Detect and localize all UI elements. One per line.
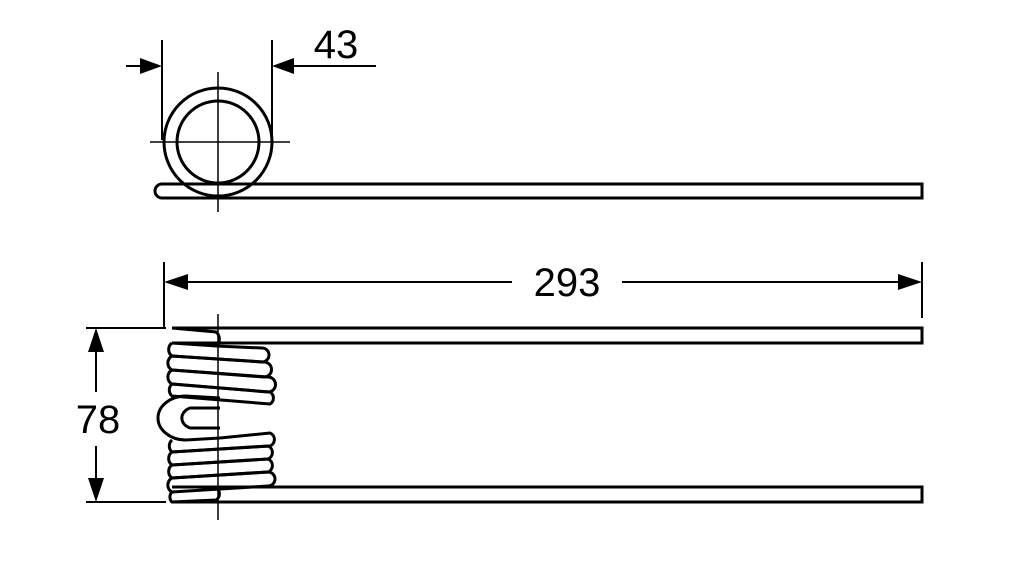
arrow-left-293: [164, 274, 188, 290]
tine-leg-upper: [172, 326, 924, 345]
tine-leg-side: [153, 182, 924, 200]
dimension-label-293: 293: [534, 261, 601, 305]
tine-leg-lower: [172, 485, 924, 504]
arrow-left-43: [272, 58, 294, 74]
dimension-label-43: 43: [314, 23, 359, 67]
side-view: 43: [126, 23, 924, 212]
coil-u-bend: [156, 394, 221, 442]
arrow-down-78: [88, 478, 104, 502]
arrow-up-78: [88, 328, 104, 352]
arrow-right-293: [898, 274, 922, 290]
dimension-label-78: 78: [76, 398, 121, 442]
coil-windings-lower: [166, 431, 277, 504]
coil-windings-upper: [166, 326, 277, 406]
top-view: 293 78: [76, 261, 924, 520]
arrow-right-43: [140, 58, 162, 74]
